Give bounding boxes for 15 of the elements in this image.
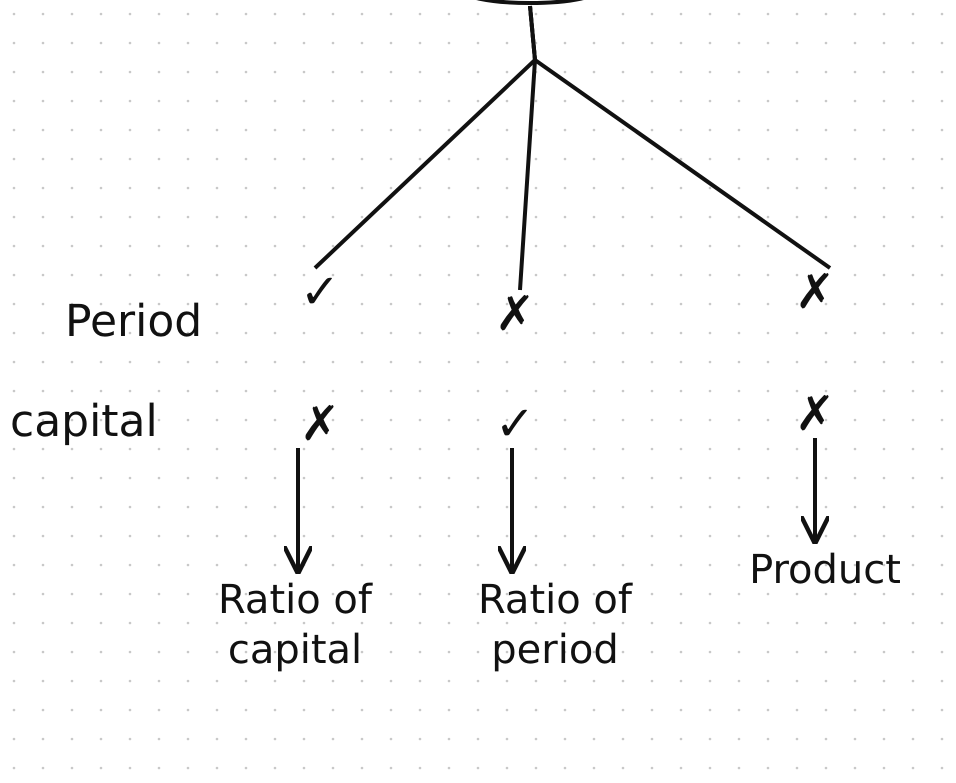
result-text: Ratio of capital (217, 576, 374, 675)
result-text: Product (749, 546, 901, 595)
mark-symbol: ✓ (300, 268, 340, 316)
arrow (496, 448, 528, 576)
arrow (798, 438, 832, 546)
mark-symbol: ✗ (494, 290, 536, 338)
result-text: Ratio of period (477, 576, 634, 675)
mark-symbol: ✓ (494, 400, 536, 448)
mark-symbol: ✗ (794, 268, 836, 316)
row-label: capital (10, 396, 158, 447)
mark-symbol: ✗ (300, 400, 340, 448)
arrow (282, 448, 314, 576)
row-label: Period (65, 296, 202, 347)
mark-symbol: ✗ (794, 390, 836, 438)
branch-line (528, 6, 832, 270)
